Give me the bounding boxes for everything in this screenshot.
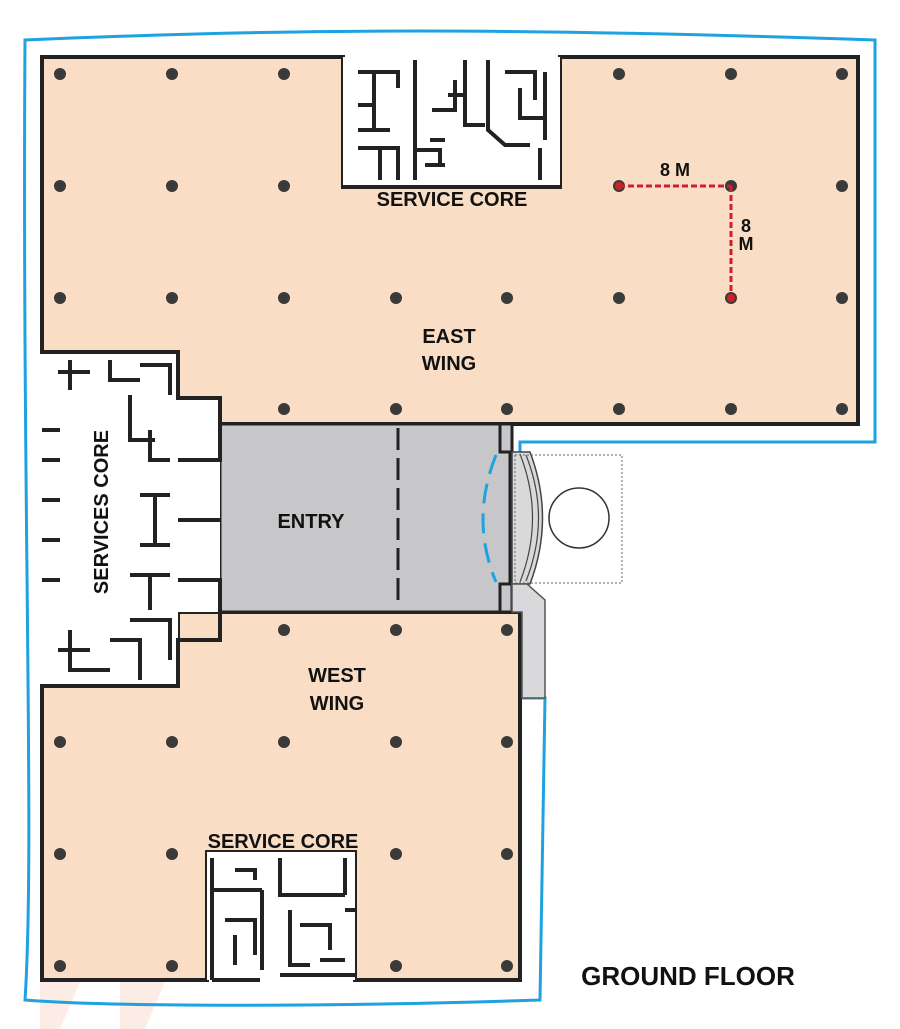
service-core-bottom <box>207 852 355 982</box>
service-core-top-label: SERVICE CORE <box>377 189 528 211</box>
dimension-vertical-label-number: 8 <box>741 216 751 236</box>
entry-label: ENTRY <box>277 511 345 533</box>
west-wing-label-line1: WEST <box>308 665 366 687</box>
east-wing-label-line2: WING <box>422 353 476 375</box>
structural-columns <box>54 68 848 972</box>
dimension-horizontal-label: 8 M <box>660 160 690 180</box>
service-core-top <box>343 57 560 189</box>
dimension-vertical-label-unit: M <box>739 234 754 254</box>
west-wing-label-line2: WING <box>310 693 364 715</box>
service-core-bottom-label: SERVICE CORE <box>208 831 359 853</box>
east-wing-label-line1: EAST <box>422 326 475 348</box>
entry-canopy <box>511 451 623 699</box>
dimension-markers: 8 M 8 M <box>615 160 754 302</box>
site-outline <box>23 29 877 1007</box>
entry-area <box>218 422 514 614</box>
services-core-left-label: SERVICES CORE <box>91 430 113 594</box>
floor-title: GROUND FLOOR <box>581 961 795 991</box>
services-core-left <box>42 350 222 688</box>
